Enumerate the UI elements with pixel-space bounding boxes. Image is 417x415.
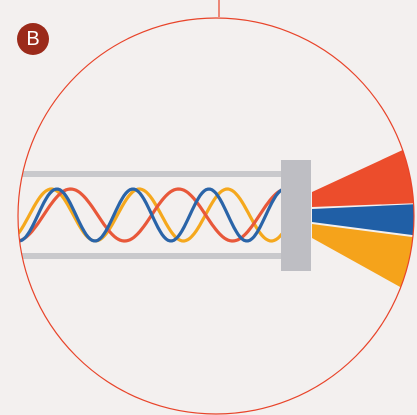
red-light-beam [312,142,414,207]
blue-light-beam [312,204,414,236]
tube-bottom-wall [18,253,285,259]
magnifier-circle [17,17,415,415]
red-wave [18,187,284,243]
yellow-light-beam [312,224,414,298]
magnified-region [18,142,414,298]
panel-label-badge: B [17,23,49,55]
blue-wave [18,187,284,243]
grating-filter [281,160,311,271]
yellow-wave [18,187,284,243]
tube-top-wall [18,171,285,177]
